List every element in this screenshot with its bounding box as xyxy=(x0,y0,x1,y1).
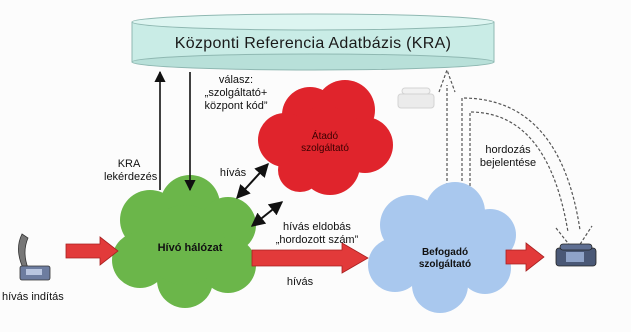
cloud-recipient xyxy=(368,182,516,313)
call-to-donor-label: hívás xyxy=(219,167,247,179)
call-forwarded-label: hívás eldobás„hordozott szám” xyxy=(275,221,359,246)
phone-icon-left xyxy=(18,233,51,281)
call-arrow-main xyxy=(251,242,369,274)
database-title: Központi Referencia Adatbázis (KRA) xyxy=(174,35,452,52)
call-start-arrow xyxy=(65,236,119,266)
database-cylinder xyxy=(131,13,495,71)
cloud-donor xyxy=(258,80,393,195)
caller-network-label: Hívó hálózat xyxy=(157,242,223,254)
phone-icon-faded xyxy=(397,87,435,109)
phone-icon-right xyxy=(555,243,597,267)
call-to-donor-arrow xyxy=(236,162,269,200)
call-arrow-out xyxy=(505,242,545,272)
call-bottom-label: hívás xyxy=(286,276,314,288)
answer-label: válasz:„szolgáltató+központ kód” xyxy=(204,74,268,112)
call-forwarded-arrow xyxy=(250,201,284,227)
call-start-label: hívás indítás xyxy=(2,291,64,303)
cloud-caller xyxy=(112,175,256,308)
